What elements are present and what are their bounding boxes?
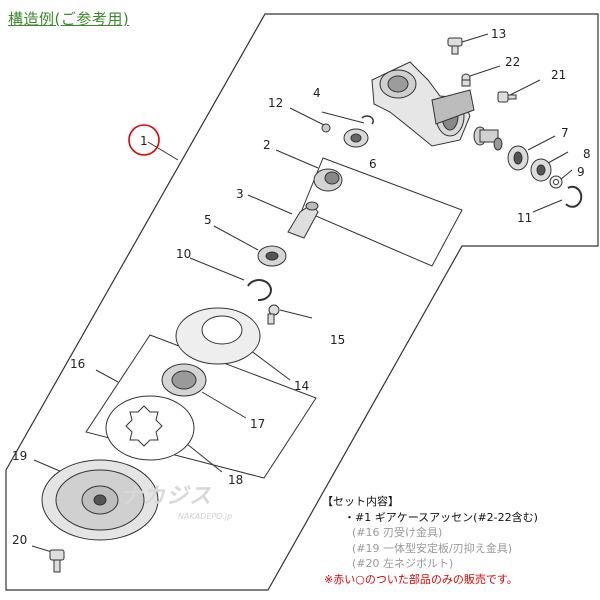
watermark-url: NAKADEPO.jp	[178, 512, 233, 521]
gear-case-part	[371, 61, 475, 147]
sales-note: ※赤い○のついた部品のみの販売です。	[324, 572, 518, 586]
part-number-16: 16	[70, 357, 85, 371]
highlight-circle	[128, 124, 160, 156]
part-number-8: 8	[583, 147, 591, 161]
blade-washer-18	[105, 395, 195, 461]
part-number-15: 15	[330, 333, 345, 347]
part-number-13: 13	[491, 27, 506, 41]
set-contents-main-item: ・#1 ギアケースアッセン(#2-22含む)	[344, 510, 538, 524]
set-contents-sub-item: (#20 左ネジボルト)	[352, 557, 454, 570]
part-number-22: 22	[505, 55, 520, 69]
part-number-7: 7	[561, 126, 569, 140]
part-number-17: 17	[250, 417, 265, 431]
bearing-6	[343, 128, 369, 148]
page-title: 構造例(ご参考用)	[8, 10, 130, 28]
screw-12	[321, 123, 331, 133]
part-number-5: 5	[204, 213, 212, 227]
part-number-9: 9	[577, 165, 585, 179]
group-2-10-box	[301, 157, 463, 267]
shaft-part-7	[473, 126, 503, 151]
group-16-18-box	[85, 334, 317, 479]
screw-22	[461, 73, 471, 87]
part-number-4: 4	[313, 86, 321, 100]
part-number-3: 3	[236, 187, 244, 201]
cover-14	[175, 307, 261, 365]
set-contents-header: 【セット内容】	[322, 495, 399, 508]
assembly-outline	[5, 13, 599, 591]
part-number-1: 1	[140, 134, 148, 148]
screw-21	[497, 91, 517, 103]
part-number-6: 6	[369, 157, 377, 171]
leader-lines	[31, 33, 573, 553]
gear-2	[313, 168, 343, 192]
part-number-20: 20	[12, 533, 27, 547]
set-contents-sub-item: (#19 一体型安定板/刃抑え金具)	[352, 541, 512, 555]
stabilizer-plate-19	[41, 459, 159, 541]
bearing-8	[530, 158, 552, 182]
bolt-13	[447, 37, 463, 55]
part-number-2: 2	[263, 138, 271, 152]
set-contents-sub-item: (#16 刃受け金具)	[352, 526, 443, 539]
part-number-12: 12	[268, 96, 283, 110]
blade-holder-17	[161, 363, 207, 397]
part-number-18: 18	[228, 473, 243, 487]
part-number-11: 11	[517, 211, 532, 225]
circlip-4	[361, 115, 374, 125]
part-number-19: 19	[12, 449, 27, 463]
screw-15	[267, 304, 280, 325]
set-contents-box: 【セット内容】 ・#1 ギアケースアッセン(#2-22含む) (#16 刃受け金…	[322, 494, 598, 587]
watermark-logo: ナカジス	[120, 484, 213, 509]
circlip-11	[565, 185, 583, 208]
bearing-5	[257, 245, 287, 267]
shaft-3	[287, 201, 319, 239]
circlip-10	[247, 279, 272, 302]
part-number-14: 14	[294, 379, 309, 393]
part-number-21: 21	[551, 68, 566, 82]
bearing-7	[507, 145, 529, 171]
bolt-20	[49, 549, 65, 573]
part-number-10: 10	[176, 247, 191, 261]
washer-9	[549, 175, 563, 189]
